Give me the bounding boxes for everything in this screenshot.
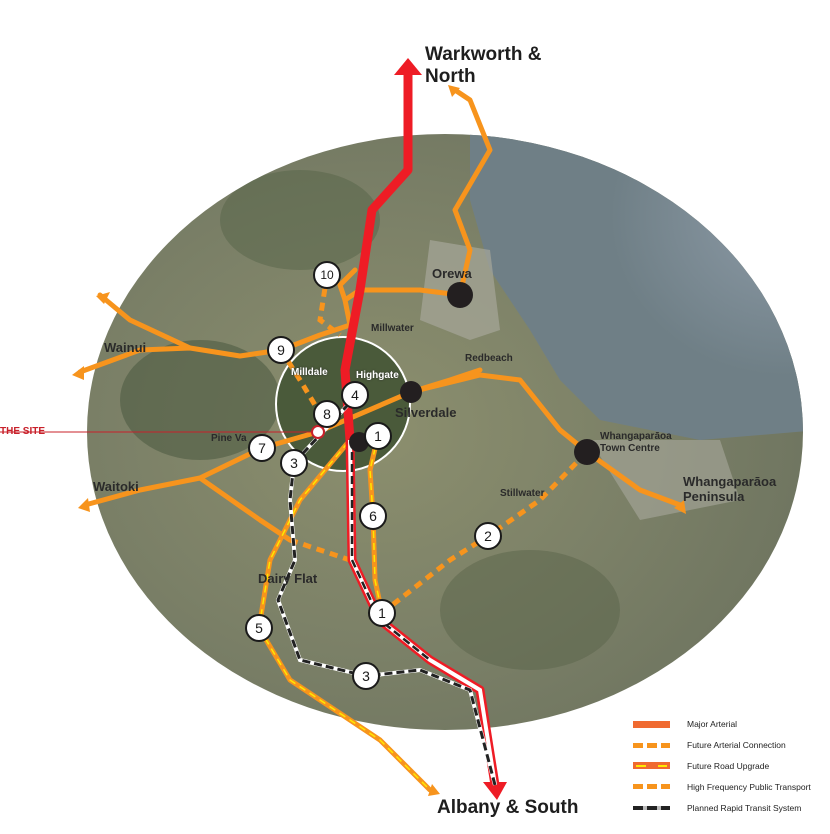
site-label: THE SITE — [0, 426, 46, 437]
map-legend: Major Arterial Future Arterial Connectio… — [633, 714, 811, 818]
project-marker-6[interactable]: 6 — [359, 502, 387, 530]
future-upgrade-dashes — [258, 435, 431, 791]
legend-label: Major Arterial — [687, 719, 738, 730]
project-marker-7[interactable]: 7 — [248, 434, 276, 462]
project-marker-1-south[interactable]: 1 — [368, 599, 396, 627]
place-milldale: Milldale — [291, 367, 328, 378]
town-centre-dot-whangaparaoa — [574, 439, 600, 465]
town-centre-dot-silverdale — [400, 381, 422, 403]
site-marker[interactable] — [311, 425, 325, 439]
place-pine-valley: Pine Va — [211, 433, 247, 444]
legend-item-rapid-transit: Planned Rapid Transit System — [633, 797, 811, 818]
legend-item-future-upgrade: Future Road Upgrade — [633, 756, 811, 777]
project-marker-5[interactable]: 5 — [245, 614, 273, 642]
place-whangaparaoa-town-centre: Whangaparāoa Town Centre — [600, 431, 672, 454]
legend-label: Future Arterial Connection — [687, 740, 786, 751]
legend-item-public-transport: High Frequency Public Transport — [633, 776, 811, 797]
legend-label: Planned Rapid Transit System — [687, 802, 802, 813]
future-arterial-swatch — [633, 742, 670, 748]
urban-area — [590, 440, 740, 520]
legend-item-future-arterial: Future Arterial Connection — [633, 735, 811, 756]
rapid-transit-line — [276, 393, 497, 786]
place-stillwater: Stillwater — [500, 488, 545, 499]
destination-south-label: Albany & South — [437, 797, 579, 818]
road-arrow-icons — [72, 85, 686, 796]
project-marker-8[interactable]: 8 — [313, 400, 341, 428]
project-marker-2[interactable]: 2 — [474, 522, 502, 550]
major-arterial-swatch — [633, 720, 670, 728]
town-centre-dot-orewa — [447, 282, 473, 308]
project-marker-1[interactable]: 1 — [364, 422, 392, 450]
arrow-north-icon — [394, 58, 422, 75]
legend-label: Future Road Upgrade — [687, 760, 770, 771]
public-transport-swatch — [633, 784, 670, 790]
place-dairy-flat: Dairy Flat — [258, 571, 318, 586]
rapid-transit-swatch — [633, 805, 670, 810]
project-marker-9[interactable]: 9 — [267, 336, 295, 364]
future-upgrade-swatch — [633, 762, 670, 770]
legend-item-major-arterial: Major Arterial — [633, 714, 811, 735]
place-waitoki: Waitoki — [93, 479, 139, 494]
place-orewa: Orewa — [432, 266, 472, 281]
arrow-south-icon — [483, 782, 507, 800]
destination-north-label: Warkworth & North — [425, 44, 542, 87]
place-wainui: Wainui — [104, 340, 147, 355]
place-highgate: Highgate — [356, 370, 399, 381]
project-marker-3-south[interactable]: 3 — [352, 662, 380, 690]
project-marker-3[interactable]: 3 — [280, 449, 308, 477]
place-silverdale: Silverdale — [395, 405, 457, 420]
place-redbeach: Redbeach — [465, 353, 513, 364]
project-marker-10[interactable]: 10 — [313, 261, 341, 289]
project-marker-4[interactable]: 4 — [341, 381, 369, 409]
aerial-map — [87, 134, 803, 730]
destination-peninsula-label: Whangaparāoa Peninsula — [683, 474, 777, 504]
place-millwater: Millwater — [371, 323, 414, 334]
legend-label: High Frequency Public Transport — [687, 781, 811, 792]
